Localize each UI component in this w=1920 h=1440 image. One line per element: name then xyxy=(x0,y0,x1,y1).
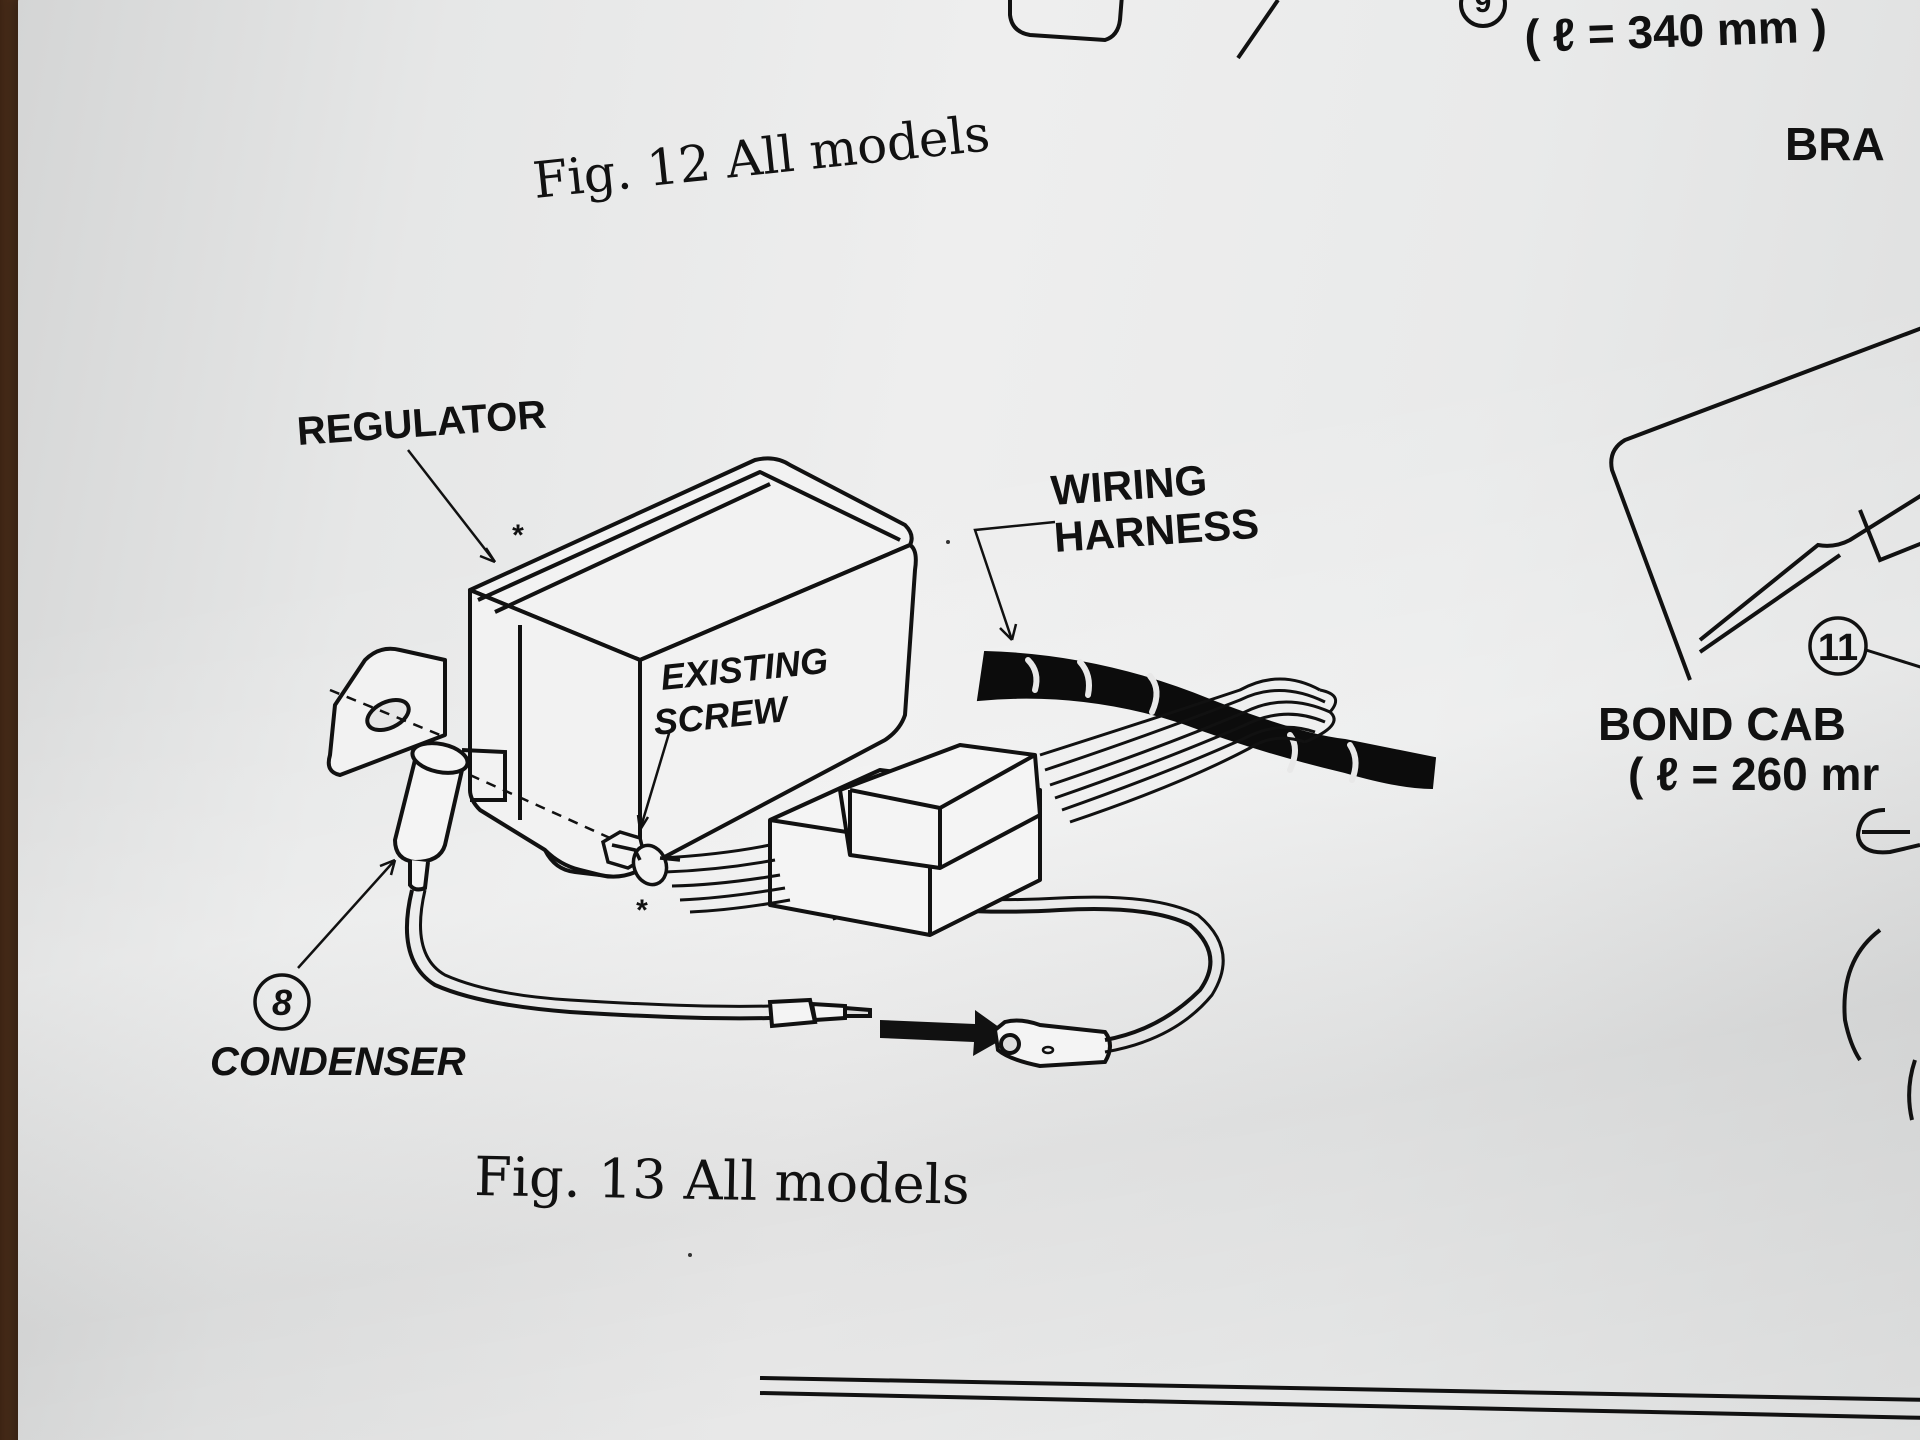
condenser-leader xyxy=(297,859,396,969)
condenser-label: CONDENSER xyxy=(210,1040,466,1084)
condenser-lead-stub xyxy=(408,860,430,892)
item-11-circle xyxy=(1808,616,1868,676)
alignment-dashes xyxy=(329,688,611,840)
asterisk-regulator: * xyxy=(512,519,524,552)
harness-leader xyxy=(973,520,1056,641)
condenser-part xyxy=(392,741,872,1029)
item-8-circle xyxy=(253,973,311,1031)
bottom-rules xyxy=(759,1376,1920,1420)
item-11-length-partial: ( ℓ = 260 mr xyxy=(1628,748,1879,800)
regulator-label: REGULATOR xyxy=(296,393,548,454)
existing-screw xyxy=(600,830,681,887)
ink-speck xyxy=(688,1253,692,1257)
bracket-partial-label: BRA xyxy=(1785,118,1885,170)
condenser-bracket xyxy=(461,748,507,802)
bracket-drawing xyxy=(1609,326,1920,1121)
asterisk-screw: * xyxy=(636,894,648,927)
male-connector xyxy=(767,997,818,1029)
wiring-harness-bundle xyxy=(976,650,1437,824)
condenser-cap xyxy=(410,741,470,775)
regulator-top-face xyxy=(468,456,914,662)
leader-lines xyxy=(297,449,1056,969)
top-partial-drawing xyxy=(1008,0,1280,60)
partial-clip-drawing xyxy=(1855,808,1920,855)
item-9-number: 9 xyxy=(1475,0,1492,19)
item-11-leader xyxy=(1865,648,1920,669)
multi-pin-coupler xyxy=(659,743,1042,937)
regulator-leader xyxy=(407,449,496,563)
insertion-arrow xyxy=(880,1010,1010,1056)
condenser-body xyxy=(392,759,464,865)
fig-13-caption: Fig. 13 All models xyxy=(474,1145,970,1217)
wiring-label: WIRING xyxy=(1049,456,1208,514)
ink-speck xyxy=(946,540,950,544)
item-9-length: ( ℓ = 340 mm ) xyxy=(1524,0,1828,62)
regulator-body xyxy=(326,456,918,879)
item-11-number: 11 xyxy=(1818,627,1858,669)
screw-leader xyxy=(638,729,672,831)
fig-12-caption: Fig. 12 All models xyxy=(530,104,992,210)
regulator-front-face xyxy=(638,543,918,872)
item-9-circle xyxy=(1459,0,1507,28)
item-8-number: 8 xyxy=(272,982,292,1023)
item-9-callout: 9 ( ℓ = 340 mm ) xyxy=(1459,0,1828,62)
harness-branch-wires xyxy=(1039,677,1338,824)
harness-sheath xyxy=(976,650,1437,790)
female-connector xyxy=(992,1018,1112,1069)
bond-cable-partial-label: BOND CAB xyxy=(1598,698,1846,750)
